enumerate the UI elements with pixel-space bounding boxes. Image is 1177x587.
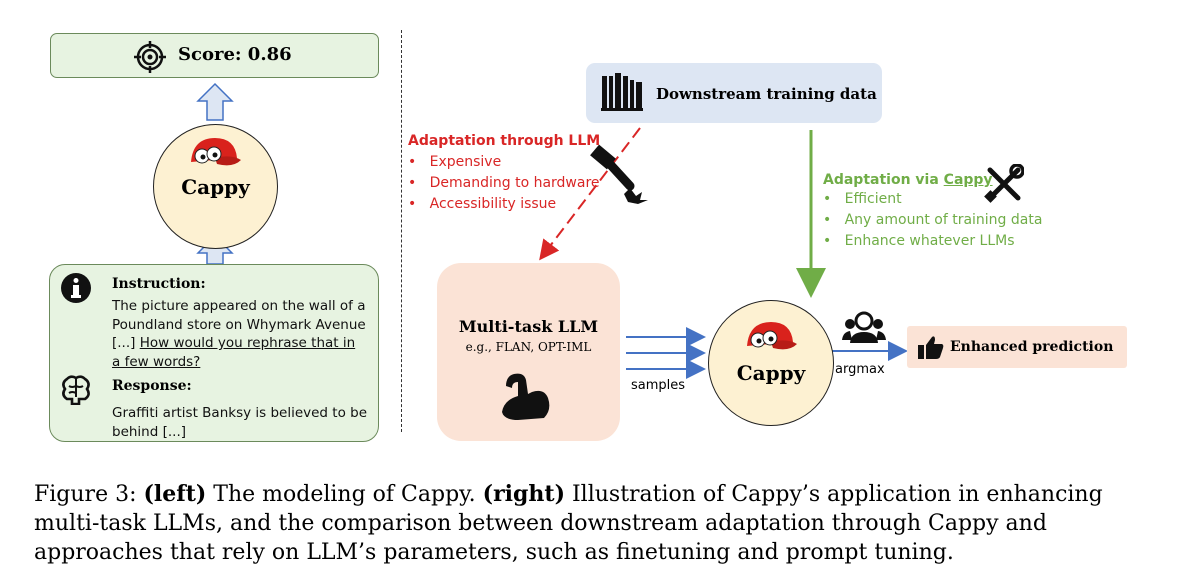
- cappy-adaptation-item: • Enhance whatever LLMs: [823, 233, 1015, 249]
- prediction-label: Enhanced prediction: [950, 339, 1114, 355]
- muscle-icon: [502, 373, 550, 420]
- llm-adaptation-item: • Expensive: [408, 154, 502, 170]
- cap-icon: [191, 138, 241, 166]
- instruction-label: Instruction:: [112, 276, 206, 292]
- cappy-adaptation-title: Adaptation via Cappy: [823, 172, 993, 188]
- score-box: [50, 33, 379, 78]
- score-label: Score: 0.86: [178, 44, 292, 65]
- llm-title: Multi-task LLM: [458, 317, 599, 336]
- thumbs-up-icon: [918, 336, 944, 359]
- figure-caption: Figure 3: (left) The modeling of Cappy. …: [34, 481, 1103, 565]
- red-dashed-arrow: [539, 127, 641, 261]
- target-icon: [134, 41, 166, 73]
- training-data-label: Downstream training data: [656, 85, 877, 103]
- books-icon: [601, 73, 643, 111]
- info-icon: [61, 273, 91, 303]
- response-text: Graffiti artist Banksy is believed to be…: [112, 405, 368, 440]
- training-data-box: [586, 63, 882, 123]
- people-icon: [842, 311, 886, 343]
- cappy-label: Cappy: [181, 175, 250, 199]
- cappy-link: Cappy: [943, 172, 993, 188]
- hammer-icon: [590, 144, 648, 204]
- llm-adaptation-item: • Demanding to hardware: [408, 175, 600, 191]
- llm-adaptation-item: • Accessibility issue: [408, 196, 557, 212]
- cappy-circle: [708, 300, 834, 426]
- cappy-adaptation-item: • Efficient: [823, 191, 902, 207]
- cappy-adaptation-item: • Any amount of training data: [823, 212, 1043, 228]
- instruction-text: The picture appeared on the wall of a Po…: [112, 298, 366, 370]
- cappy-label: Cappy: [736, 361, 806, 385]
- prediction-box: [907, 326, 1127, 368]
- llm-examples: e.g., FLAN, OPT-IML: [465, 340, 592, 354]
- argmax-label: argmax: [835, 362, 885, 377]
- panel-divider: [401, 30, 402, 432]
- llm-adaptation-title: Adaptation through LLM: [408, 133, 601, 149]
- cap-icon: [747, 322, 797, 350]
- tools-icon: [984, 164, 1024, 203]
- input-box: [49, 264, 379, 442]
- response-label: Response:: [112, 378, 192, 394]
- brain-icon: [62, 375, 90, 405]
- samples-label: samples: [631, 378, 686, 393]
- up-arrow-top: [196, 82, 234, 121]
